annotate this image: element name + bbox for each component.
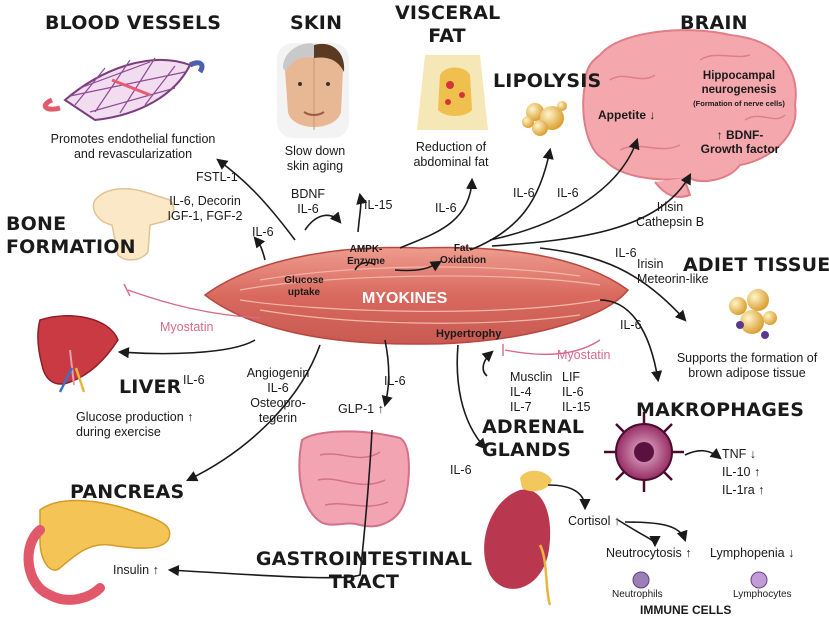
skin-face-illustration — [277, 43, 349, 138]
blood-vessels-description: Promotes endothelial function and revasc… — [28, 132, 238, 162]
lymphocytes-label: Lymphocytes — [733, 589, 792, 601]
signal-adiet-il6: IL-6 — [615, 246, 637, 261]
brain-bdnf-label: ↑ BDNF- Growth factor — [690, 128, 790, 157]
signal-skin-list: BDNF IL-6 — [288, 187, 328, 217]
adiet-tissue-description: Supports the formation of brown adipose … — [662, 351, 829, 381]
fat-oxidation-label: Fat- Oxidation — [430, 243, 496, 267]
heading-liver: LIVER — [119, 376, 182, 399]
signal-makrophages-il6: IL-6 — [620, 318, 642, 333]
signal-adiet-list: Irisin Meteorin-like — [637, 257, 709, 287]
heading-lipolysis: LIPOLYSIS — [493, 70, 601, 93]
signal-brain-list: Irisin Cathepsin B — [625, 200, 715, 230]
effect-tnf: TNF ↓ — [722, 447, 756, 462]
heading-skin: SKIN — [290, 12, 342, 35]
signal-myostatin-bone: Myostatin — [160, 320, 214, 335]
insulin-label: Insulin ↑ — [113, 563, 159, 578]
heading-immune-cells: IMMUNE CELLS — [640, 603, 731, 617]
heading-adrenal-glands: ADRENAL GLANDS — [482, 416, 584, 462]
neutrophil-cell-illustration — [633, 572, 649, 588]
effect-il10: IL-10 ↑ — [722, 465, 760, 480]
signal-pancreas-list: Angiogenin IL-6 Osteopro- tegerin — [238, 366, 318, 426]
adiet-tissue-illustration — [729, 289, 777, 339]
visceral-fat-illustration — [417, 55, 488, 130]
signal-glp1: GLP-1 ↑ — [338, 402, 384, 417]
signal-il15-skin: IL-15 — [364, 198, 393, 213]
hypertrophy-label: Hypertrophy — [436, 328, 501, 341]
macrophage-illustration — [604, 412, 684, 492]
lymphopenia-label: Lymphopenia ↓ — [710, 546, 794, 561]
signal-brain-il6: IL-6 — [557, 186, 579, 201]
heading-blood-vessels: BLOOD VESSELS — [45, 12, 221, 35]
signal-myostatin-hypertrophy: Myostatin — [557, 348, 611, 363]
heading-makrophages: MAKROPHAGES — [636, 399, 804, 422]
skin-description: Slow down skin aging — [270, 144, 360, 174]
lipolysis-illustration — [522, 101, 567, 136]
heading-visceral-fat: VISCERAL FAT — [395, 2, 499, 48]
adrenal-kidney-illustration — [484, 471, 552, 605]
neutrophils-label: Neutrophils — [612, 589, 663, 601]
neutrocytosis-label: Neutrocytosis ↑ — [606, 546, 691, 561]
signal-adrenal-il6: IL-6 — [450, 463, 472, 478]
intestine-illustration — [299, 431, 409, 526]
signal-fstl1: FSTL-1 — [196, 170, 238, 185]
brain-nerve-cells-label: (Formation of nerve cells) — [684, 99, 794, 108]
signal-bone-list: IL-6, Decorin IGF-1, FGF-2 — [160, 194, 250, 224]
signal-bone-il6: IL-6 — [252, 225, 274, 240]
liver-description: Glucose production ↑ during exercise — [76, 410, 193, 440]
heading-gastrointestinal-tract: GASTROINTESTINAL TRACT — [254, 548, 474, 594]
signal-lipolysis-il6: IL-6 — [513, 186, 535, 201]
lymphocyte-cell-illustration — [751, 572, 767, 588]
signal-hypertrophy-list-1: Musclin IL-4 IL-7 — [510, 370, 552, 415]
pancreas-illustration — [29, 501, 170, 600]
heading-pancreas: PANCREAS — [70, 481, 184, 504]
signal-liver-il6: IL-6 — [183, 373, 205, 388]
visceral-fat-description: Reduction of abdominal fat — [396, 140, 506, 170]
heading-brain: BRAIN — [680, 12, 748, 35]
liver-illustration — [38, 316, 118, 392]
brain-hippocampal-label: Hippocampal neurogenesis — [684, 70, 794, 98]
signal-visceral-il6: IL-6 — [435, 201, 457, 216]
myokines-label: MYOKINES — [362, 289, 447, 308]
ampk-enzyme-label: AMPK- Enzyme — [336, 244, 396, 268]
cortisol-label: Cortisol ↑ — [568, 514, 620, 529]
heading-bone-formation: BONE FORMATION — [6, 213, 136, 259]
signal-hypertrophy-list-2: LIF IL-6 IL-15 — [562, 370, 591, 415]
glucose-uptake-label: Glucose uptake — [272, 275, 336, 299]
signal-gi-il6: IL-6 — [384, 374, 406, 389]
effect-il1ra: IL-1ra ↑ — [722, 483, 764, 498]
blood-vessels-illustration — [45, 58, 202, 120]
brain-appetite-label: Appetite ↓ — [598, 108, 655, 122]
